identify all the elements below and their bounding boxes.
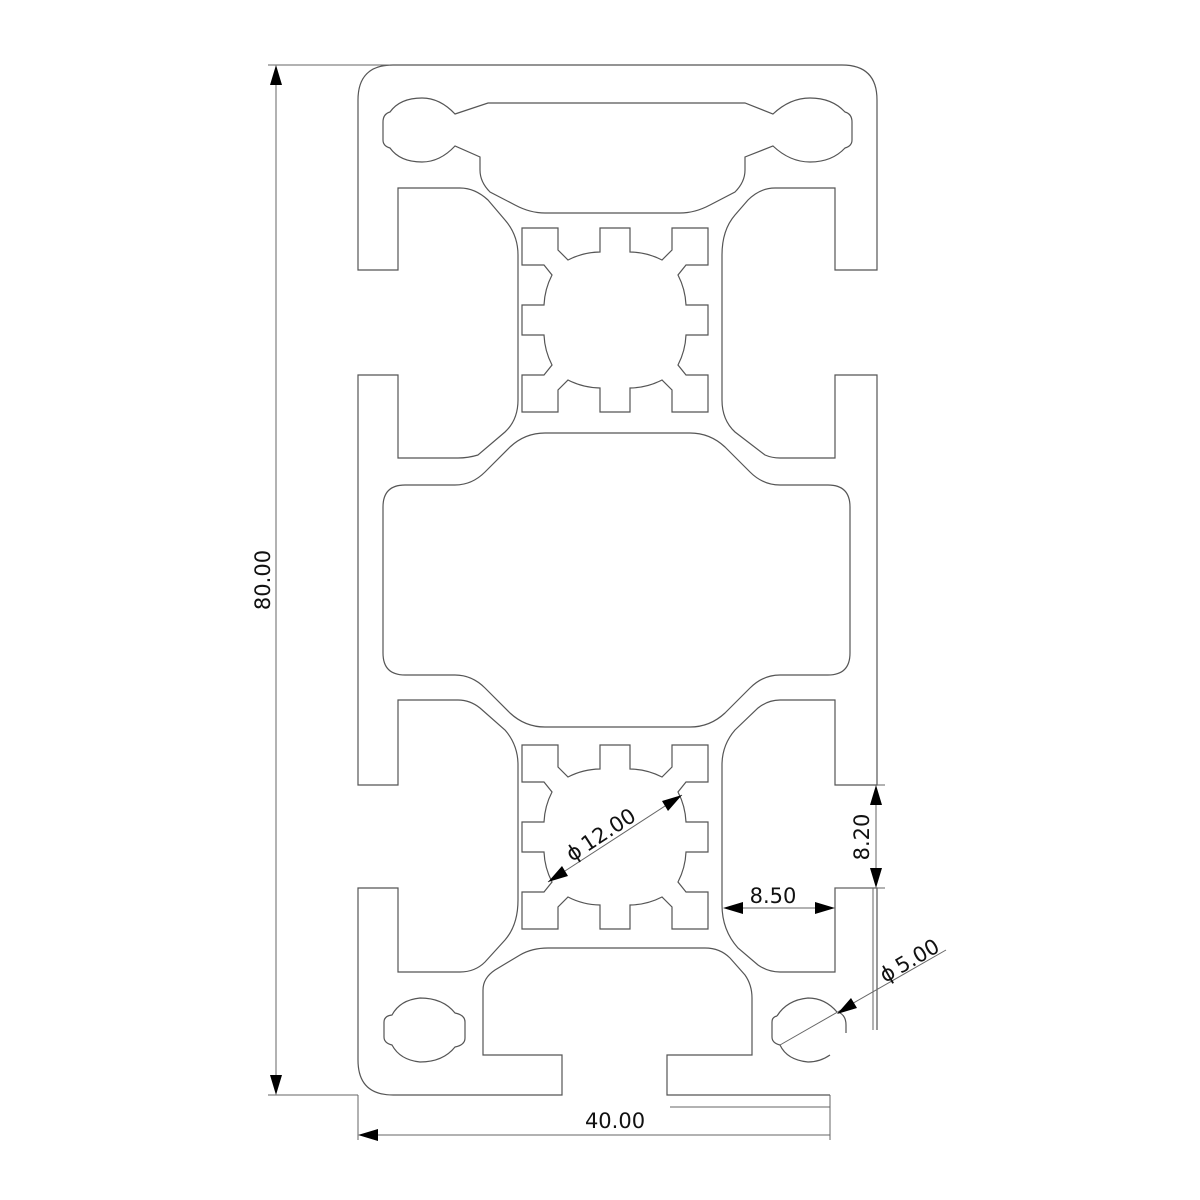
dimension-width: 40.00 <box>358 1109 830 1141</box>
dimension-core-bore: ϕ 12.00 <box>547 794 683 883</box>
corner-bore-label: 5.00 <box>891 934 944 978</box>
slot-depth-label: 8.50 <box>750 884 797 908</box>
extension-lines <box>268 64 885 1140</box>
corner-bore-right <box>771 997 847 1063</box>
core-bore-top <box>521 227 709 413</box>
height-label: 80.00 <box>251 550 275 610</box>
top-cavity <box>382 97 853 214</box>
slot-opening-label: 8.20 <box>850 814 874 861</box>
dimension-slot-opening: 8.20 <box>850 785 882 888</box>
core-bore-bottom <box>521 744 709 930</box>
width-label: 40.00 <box>585 1109 645 1133</box>
center-cavity <box>382 432 851 728</box>
dimension-corner-bore: ϕ 5.00 <box>779 934 947 1046</box>
dimension-slot-depth: 8.50 <box>723 884 835 914</box>
dimension-height: 80.00 <box>251 65 282 1095</box>
core-bore-label: 12.00 <box>577 804 640 857</box>
profile-outline <box>357 64 878 1096</box>
corner-bore-left <box>383 997 466 1063</box>
